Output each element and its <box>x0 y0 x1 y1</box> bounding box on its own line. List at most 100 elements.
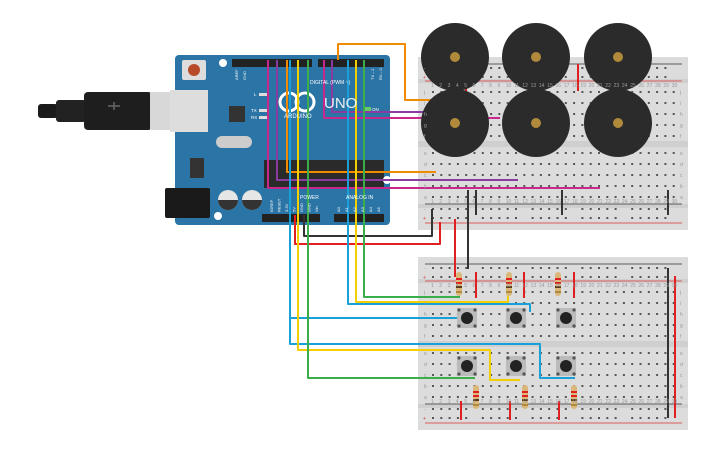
column-number: 20 <box>589 199 595 205</box>
column-number: 3 <box>448 199 451 205</box>
column-number: 8 <box>489 83 492 89</box>
column-number: 23 <box>614 83 620 89</box>
resistor[interactable] <box>571 385 577 409</box>
column-number: 7 <box>481 83 484 89</box>
column-number: 19 <box>580 399 586 405</box>
piezo-buzzer[interactable] <box>421 89 489 157</box>
piezo-buzzer[interactable] <box>502 89 570 157</box>
column-number: 25 <box>630 199 636 205</box>
wire-yellow-2[interactable] <box>355 60 509 303</box>
pushbutton[interactable] <box>556 308 576 328</box>
wire-yellow-1[interactable] <box>297 60 520 381</box>
column-number: 4 <box>456 283 459 289</box>
wire-blue-2[interactable] <box>347 60 531 312</box>
column-number: 4 <box>456 83 459 89</box>
rail-minus-label: - <box>424 66 426 72</box>
pushbutton[interactable] <box>506 356 526 376</box>
pin-label: RESET <box>277 198 282 212</box>
column-number: 12 <box>522 199 528 205</box>
row-letter: c <box>424 373 427 379</box>
column-number: 9 <box>497 83 500 89</box>
piezo-buzzer[interactable] <box>421 23 489 91</box>
resistor[interactable] <box>473 385 479 409</box>
pin-label: A2 <box>352 206 357 212</box>
column-number: 28 <box>655 283 661 289</box>
pushbutton[interactable] <box>457 308 477 328</box>
row-letter: d <box>680 162 683 168</box>
pushbutton[interactable] <box>556 356 576 376</box>
column-number: 9 <box>497 199 500 205</box>
column-number: 13 <box>531 199 537 205</box>
rail-minus-label: - <box>424 407 426 413</box>
column-number: 24 <box>622 283 628 289</box>
resistor[interactable] <box>522 385 528 409</box>
analog-header <box>334 214 384 222</box>
column-number: 1 <box>431 283 434 289</box>
column-number: 29 <box>663 199 669 205</box>
wire-magenta-1[interactable] <box>267 60 600 189</box>
reset-button[interactable] <box>188 64 200 76</box>
wire-green-2[interactable] <box>363 60 460 298</box>
row-letter: j <box>679 290 681 296</box>
pin-label: A0 <box>336 206 341 212</box>
row-letter: b <box>424 184 427 190</box>
row-letter: a <box>680 395 683 401</box>
wire-purple-2[interactable] <box>331 60 430 113</box>
on-label: ON <box>372 107 379 112</box>
column-number: 3 <box>448 399 451 405</box>
row-letter: f <box>680 134 682 140</box>
wire-blue-3[interactable] <box>289 318 575 379</box>
row-letter: f <box>424 134 426 140</box>
column-number: 11 <box>514 399 519 405</box>
wire-gnd-black[interactable] <box>303 209 433 237</box>
row-letter: f <box>680 334 682 340</box>
row-letter: h <box>424 112 427 118</box>
pushbutton[interactable] <box>457 356 477 376</box>
resistor[interactable] <box>555 272 561 296</box>
column-number: 17 <box>564 283 570 289</box>
resistor[interactable] <box>456 272 462 296</box>
wire-green-1[interactable] <box>307 60 475 379</box>
pin-label: TX→1 <box>370 68 375 80</box>
led-tx-label: TX <box>251 108 257 113</box>
brand-label: ARDUINO <box>284 114 312 120</box>
column-number: 11 <box>514 199 519 205</box>
row-letter: g <box>680 123 683 129</box>
column-number: 10 <box>506 83 512 89</box>
column-number: 26 <box>639 199 645 205</box>
row-letter: i <box>424 101 425 107</box>
column-number: 2 <box>439 199 442 205</box>
wire-5v-red[interactable] <box>294 215 441 245</box>
column-number: 22 <box>605 199 611 205</box>
column-number: 24 <box>622 83 628 89</box>
column-number: 13 <box>531 83 537 89</box>
row-letter: j <box>679 90 681 96</box>
piezo-buzzer[interactable] <box>584 23 652 91</box>
column-number: 27 <box>647 283 653 289</box>
column-number: 28 <box>655 83 661 89</box>
pin-label: GND <box>242 71 247 80</box>
arduino-uno[interactable] <box>165 55 391 225</box>
row-letter: j <box>423 90 425 96</box>
wire-orange-2[interactable] <box>286 60 436 173</box>
column-number: 12 <box>522 83 528 89</box>
atmega-chip <box>264 160 384 188</box>
column-number: 17 <box>564 83 570 89</box>
rail-plus-label: + <box>423 216 426 222</box>
led-rx-label: RX <box>251 115 257 120</box>
column-number: 5 <box>464 83 467 89</box>
pushbutton[interactable] <box>506 308 526 328</box>
pin-label: 5V <box>292 207 297 212</box>
column-number: 28 <box>655 399 661 405</box>
resistor[interactable] <box>506 272 512 296</box>
wire-orange-1[interactable] <box>337 43 436 101</box>
column-number: 19 <box>580 199 586 205</box>
column-number: 6 <box>473 83 476 89</box>
piezo-buzzer[interactable] <box>502 23 570 91</box>
column-number: 25 <box>630 283 636 289</box>
column-number: 14 <box>539 199 545 205</box>
wire-purple-1[interactable] <box>276 60 518 181</box>
column-number: 9 <box>497 399 500 405</box>
piezo-buzzer[interactable] <box>584 89 652 157</box>
